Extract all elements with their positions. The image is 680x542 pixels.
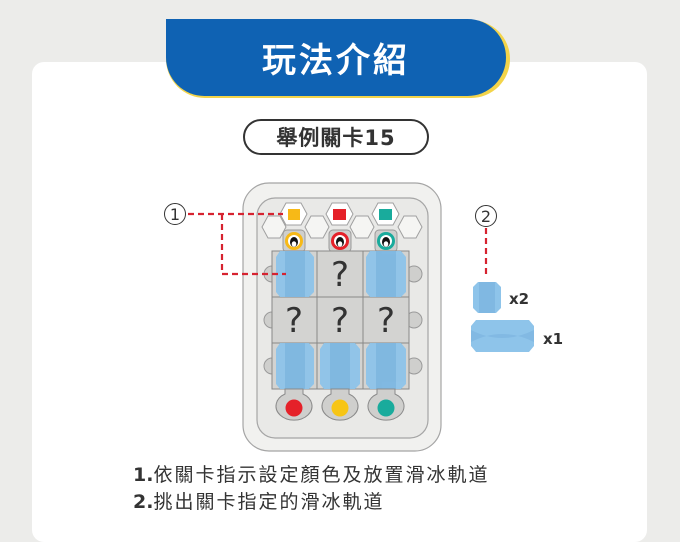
piece-long <box>471 320 534 352</box>
top-color-teal <box>379 209 392 220</box>
top-color-yellow <box>288 209 300 220</box>
small-piece-count: x2 <box>509 290 530 308</box>
unknown-tile-icon: ? <box>285 301 303 341</box>
instruction-item: 1.依關卡指示設定顏色及放置滑冰軌道 <box>133 464 490 486</box>
unknown-tile-icon: ? <box>377 301 395 341</box>
top-color-red <box>333 209 346 220</box>
goal-yellow <box>331 399 349 417</box>
instruction-item: 2.挑出關卡指定的滑冰軌道 <box>133 491 385 513</box>
goal-red <box>285 399 303 417</box>
penguin-icons <box>285 232 395 250</box>
long-piece-count: x1 <box>543 330 564 348</box>
level-badge: 舉例關卡15 <box>243 119 429 155</box>
callout-2-badge: 2 <box>475 205 497 227</box>
level-board-illustration: ? ? ? ? <box>188 182 534 452</box>
unknown-tile-icon: ? <box>331 255 349 295</box>
title-banner: 玩法介紹 <box>166 19 506 96</box>
callout-1-badge: 1 <box>164 203 186 225</box>
piece-small <box>473 282 501 313</box>
page-title: 玩法介紹 <box>262 41 410 81</box>
unknown-tile-icon: ? <box>331 301 349 341</box>
instruction-list: 1.依關卡指示設定顏色及放置滑冰軌道 2.挑出關卡指定的滑冰軌道 <box>133 462 489 516</box>
goal-teal <box>377 399 395 417</box>
